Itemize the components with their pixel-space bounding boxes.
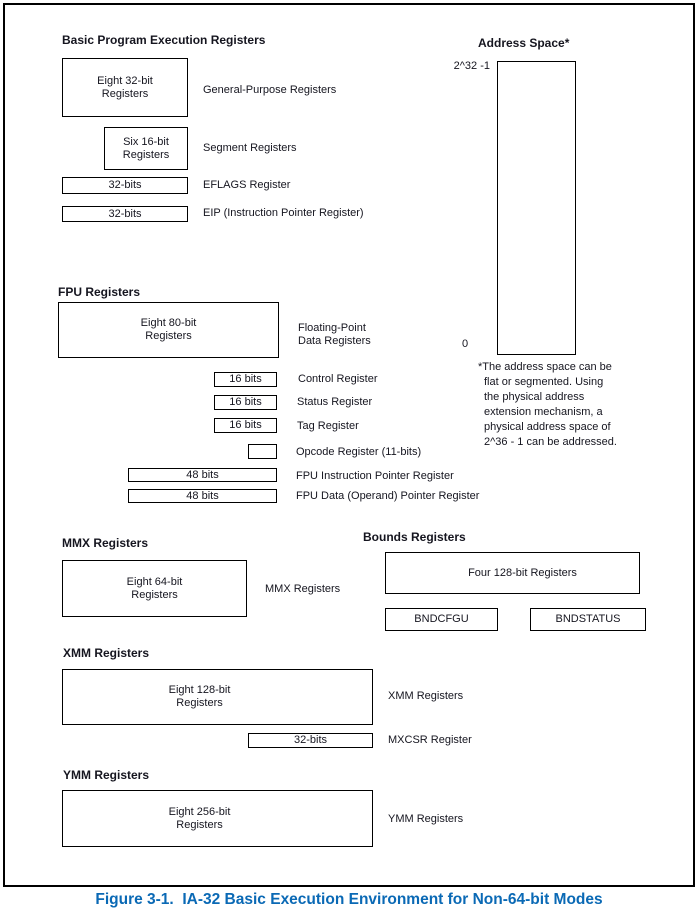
basic-registers-heading: Basic Program Execution Registers — [62, 33, 266, 47]
figure-caption: Figure 3-1. IA-32 Basic Execution Enviro… — [95, 891, 603, 908]
mxcsr-box: 32-bits — [248, 733, 373, 748]
fpu-data-pointer-box: 48 bits — [128, 489, 277, 503]
eflags-label: EFLAGS Register — [203, 179, 291, 191]
footnote-line: physical address space of — [484, 421, 611, 433]
fpu-control-register-label: Control Register — [298, 373, 378, 385]
xmm-registers-label: XMM Registers — [388, 690, 464, 702]
bounds-registers-box: Four 128-bit Registers — [385, 552, 640, 594]
fpu-instruction-pointer-box: 48 bits — [128, 468, 277, 482]
address-space-box — [497, 61, 576, 355]
eip-box: 32-bits — [62, 206, 188, 222]
mxcsr-label: MXCSR Register — [388, 734, 472, 746]
fpu-data-registers-box-line2: Registers — [145, 330, 192, 342]
bounds-registers-heading: Bounds Registers — [363, 530, 466, 544]
address-space-zero-label: 0 — [462, 338, 469, 350]
mmx-registers-box: Eight 64-bit Registers — [62, 560, 247, 617]
xmm-registers-box-line2: Registers — [176, 697, 223, 709]
fpu-data-pointer-box-text: 48 bits — [186, 489, 219, 502]
ymm-registers-box-line2: Registers — [176, 818, 223, 831]
fpu-status-register-box-text: 16 bits — [229, 396, 262, 408]
fpu-opcode-register-box — [248, 444, 277, 459]
fpu-data-registers-label: Floating-Point Data Registers — [298, 322, 371, 348]
gp-registers-box-line2: Registers — [101, 87, 149, 100]
fpu-instruction-pointer-label: FPU Instruction Pointer Register — [296, 470, 454, 482]
address-space-top-label: 2^32 -1 — [453, 60, 490, 72]
footnote-line: extension mechanism, a — [484, 406, 603, 418]
fpu-data-registers-label-line2: Data Registers — [298, 335, 371, 347]
xmm-registers-box: Eight 128-bit Registers — [62, 669, 373, 725]
fpu-data-registers-label-line1: Floating-Point — [298, 322, 366, 334]
fpu-tag-register-box-text: 16 bits — [229, 419, 262, 431]
mmx-registers-box-line2: Registers — [131, 588, 178, 601]
address-space-footnote: *The address space can be flat or segmen… — [478, 360, 688, 450]
gp-registers-label: General-Purpose Registers — [203, 84, 337, 96]
mmx-registers-box-line1: Eight 64-bit — [126, 575, 183, 588]
eip-label: EIP (Instruction Pointer Register) — [203, 207, 364, 219]
fpu-status-register-box: 16 bits — [214, 395, 277, 410]
fpu-instruction-pointer-box-text: 48 bits — [186, 468, 219, 481]
bndcfgu-box-text: BNDCFGU — [414, 613, 469, 625]
fpu-control-register-box-text: 16 bits — [229, 373, 262, 385]
xmm-registers-heading: XMM Registers — [63, 646, 150, 660]
segment-registers-label: Segment Registers — [203, 142, 297, 154]
footnote-line: flat or segmented. Using — [484, 376, 604, 388]
fpu-registers-heading: FPU Registers — [58, 285, 141, 299]
segment-registers-box: Six 16-bit Registers — [104, 127, 188, 170]
eflags-box-text: 32-bits — [108, 179, 142, 191]
ymm-registers-box-line1: Eight 256-bit — [168, 805, 231, 818]
mxcsr-box-text: 32-bits — [293, 734, 328, 746]
fpu-data-registers-box-line1: Eight 80-bit — [140, 317, 197, 329]
ymm-registers-label: YMM Registers — [388, 813, 464, 825]
eflags-box: 32-bits — [62, 177, 188, 194]
footnote-line: the physical address — [484, 391, 585, 403]
address-space-heading: Address Space* — [478, 36, 570, 50]
mmx-registers-label: MMX Registers — [265, 583, 341, 595]
fpu-opcode-register-label: Opcode Register (11-bits) — [296, 446, 422, 458]
bndstatus-box: BNDSTATUS — [530, 608, 646, 631]
fpu-data-pointer-label: FPU Data (Operand) Pointer Register — [296, 490, 480, 502]
bndstatus-box-text: BNDSTATUS — [555, 613, 621, 625]
eip-box-text: 32-bits — [108, 207, 142, 220]
fpu-tag-register-box: 16 bits — [214, 418, 277, 433]
ymm-registers-box: Eight 256-bit Registers — [62, 790, 373, 847]
fpu-data-registers-box: Eight 80-bit Registers — [58, 302, 279, 358]
gp-registers-box-line1: Eight 32-bit — [97, 74, 153, 87]
footnote-line: *The address space can be — [478, 361, 612, 373]
fpu-status-register-label: Status Register — [297, 396, 373, 408]
segment-registers-box-line2: Registers — [122, 148, 170, 161]
xmm-registers-box-line1: Eight 128-bit — [168, 684, 231, 696]
ymm-registers-heading: YMM Registers — [63, 768, 150, 782]
fpu-tag-register-label: Tag Register — [297, 420, 359, 432]
fpu-control-register-box: 16 bits — [214, 372, 277, 387]
gp-registers-box: Eight 32-bit Registers — [62, 58, 188, 117]
mmx-registers-heading: MMX Registers — [62, 536, 149, 550]
segment-registers-box-line1: Six 16-bit — [123, 135, 169, 148]
footnote-line: 2^36 - 1 can be addressed. — [484, 436, 617, 448]
bndcfgu-box: BNDCFGU — [385, 608, 498, 631]
diagram-frame — [3, 3, 695, 887]
bounds-registers-box-text: Four 128-bit Registers — [468, 566, 577, 579]
